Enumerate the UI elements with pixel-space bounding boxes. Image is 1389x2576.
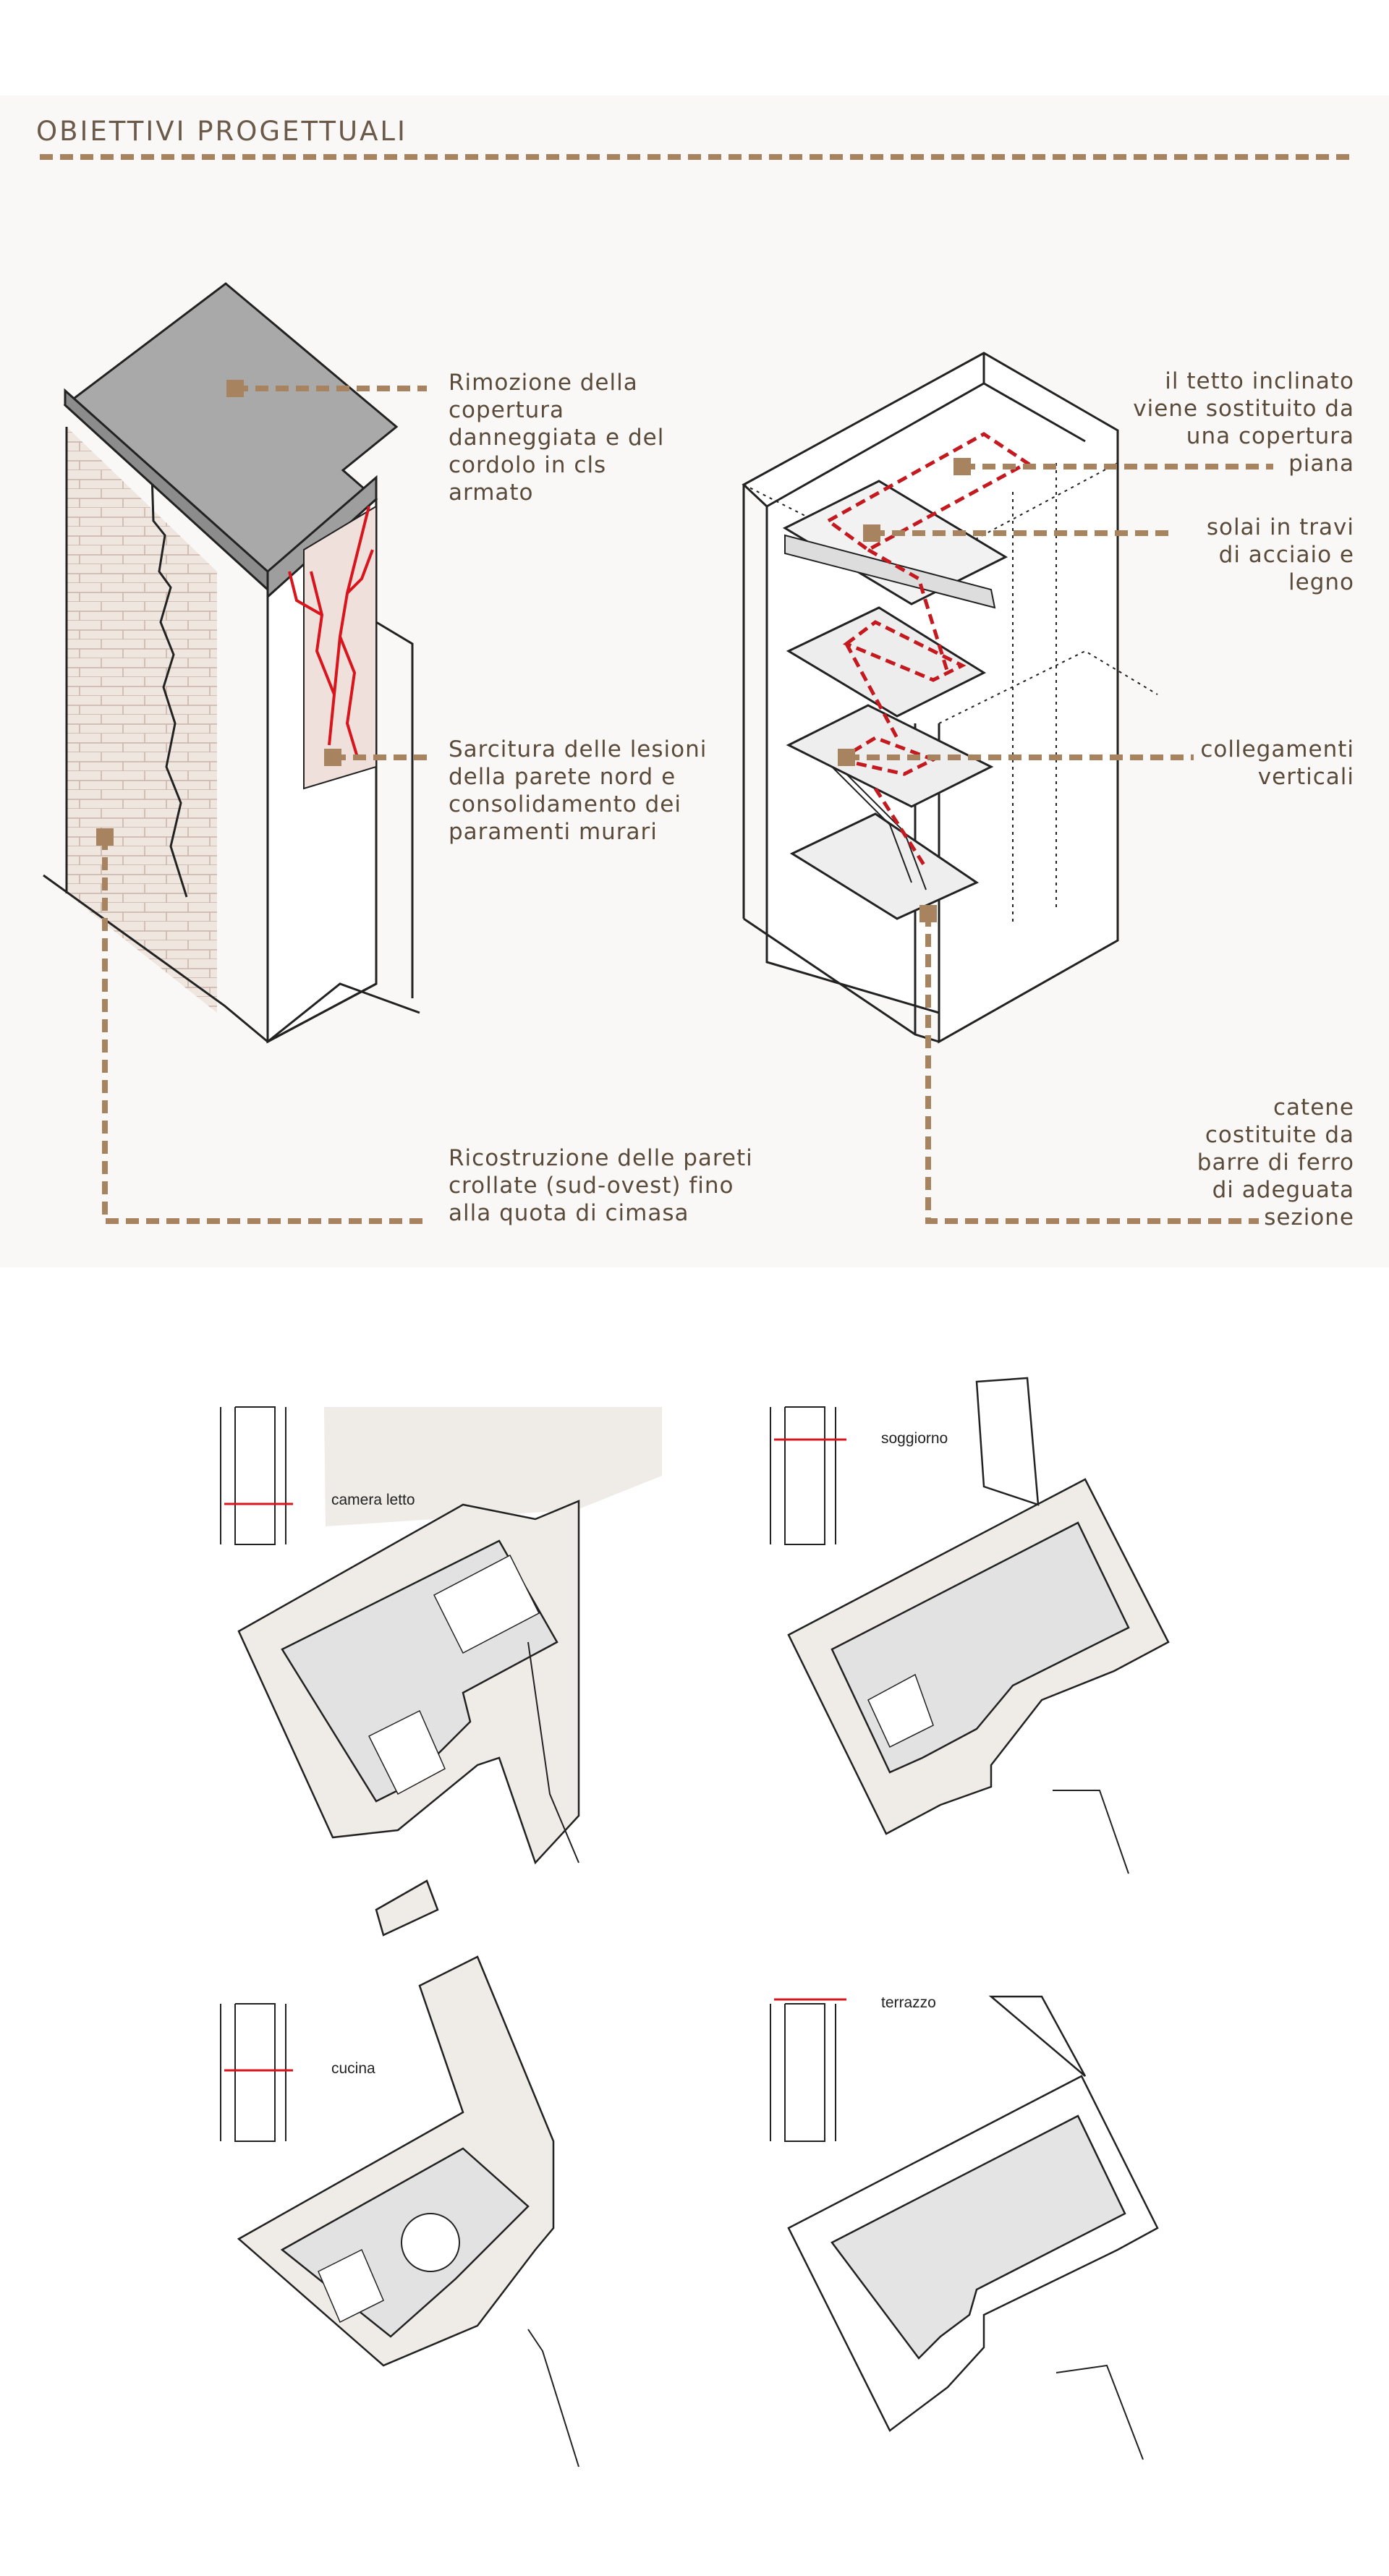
section-key-terrace (770, 1998, 846, 2142)
annotation-roof-removal: Rimozione della copertura danneggiata e … (449, 370, 665, 506)
annotation-wall-rebuild: Ricostruzione delle pareti crollate (sud… (449, 1145, 753, 1226)
annotation-vertical-links: collegamenti verticali (1200, 736, 1354, 790)
annotation-flat-roof: il tetto inclinato viene sostituito da u… (1133, 368, 1354, 477)
damaged-tower-drawing (43, 282, 420, 1044)
plan-terrace (787, 1995, 1159, 2460)
project-tower-drawing (742, 352, 1158, 1044)
annotation-ties: catene costituite da barre di ferro di a… (1197, 1094, 1354, 1230)
plan-label-terrace: terrazzo (881, 1994, 936, 2011)
section-key-living (770, 1406, 846, 1545)
plan-label-living: soggiorno (881, 1430, 948, 1447)
plan-bedroom (237, 1407, 662, 1865)
leader-markers (96, 380, 971, 922)
section-title: OBIETTIVI PROGETTUALI (36, 116, 407, 147)
leader-lines (102, 386, 1273, 1224)
section-key-kitchen (220, 2003, 293, 2142)
annotation-floors: solai in travi di acciaio e legno (1206, 514, 1354, 595)
plan-label-kitchen: cucina (331, 2060, 375, 2077)
plan-label-bedroom: camera letto (331, 1492, 415, 1508)
annotation-crack-repair: Sarcitura delle lesioni della parete nor… (449, 736, 708, 845)
plan-living (787, 1377, 1170, 1874)
crack-lines (288, 506, 374, 760)
section-key-bedroom (220, 1406, 293, 1545)
plan-kitchen (237, 1879, 579, 2467)
